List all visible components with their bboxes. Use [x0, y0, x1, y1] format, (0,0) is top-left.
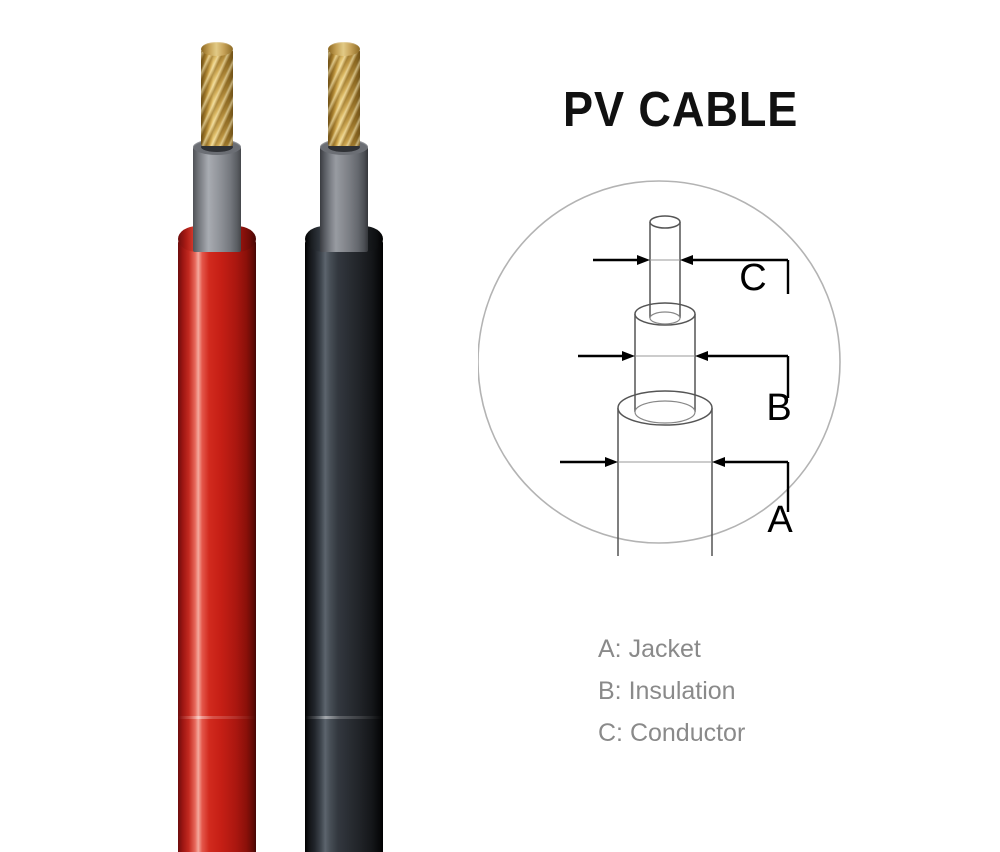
red-cable-conductor-strands	[201, 50, 233, 146]
arrow-head-a-right	[712, 457, 725, 467]
red-cable-insulation-bore	[201, 142, 233, 152]
black-cable-insulation-bore	[328, 142, 360, 152]
arrow-head-a-left	[605, 457, 618, 467]
legend-item-conductor: C: Conductor	[598, 719, 746, 747]
black-cable-conductor-tip	[328, 42, 360, 56]
black-cable-seam	[305, 716, 383, 719]
red-pv-cable	[178, 0, 256, 852]
black-conductor-strand-texture	[328, 50, 360, 146]
conductor-top-ellipse	[649, 215, 681, 229]
page-title: PV CABLE	[563, 83, 799, 137]
product-photo	[0, 0, 470, 852]
insulation-cylinder-body	[634, 314, 696, 412]
black-cable-insulation	[320, 147, 368, 252]
legend-item-insulation: B: Insulation	[598, 677, 736, 705]
callout-label-c: C	[739, 257, 766, 299]
arrow-head-b-left	[622, 351, 635, 361]
jacket-cylinder-body	[617, 408, 713, 556]
arrow-head-b-right	[695, 351, 708, 361]
callout-label-a: A	[767, 499, 793, 541]
red-cable-conductor-tip	[201, 42, 233, 56]
conductor-bottom-ellipse	[649, 311, 681, 325]
red-conductor-strand-texture	[201, 50, 233, 146]
red-cable-jacket	[178, 240, 256, 852]
red-cable-insulation	[193, 147, 241, 252]
black-cable-jacket	[305, 240, 383, 852]
black-pv-cable	[305, 0, 383, 852]
arrow-head-c-left	[637, 255, 650, 265]
callout-label-b: B	[766, 387, 791, 429]
diagram-circle-outline	[477, 180, 841, 544]
red-cable-seam	[178, 716, 256, 719]
arrow-head-c-right	[680, 255, 693, 265]
cable-structure-diagram: C B A	[477, 176, 848, 556]
insulation-bottom-ellipse	[634, 400, 696, 424]
legend: A: Jacket B: Insulation C: Conductor	[598, 628, 918, 754]
black-cable-conductor-strands	[328, 50, 360, 146]
legend-item-jacket: A: Jacket	[598, 635, 701, 663]
conductor-cylinder-body	[649, 222, 681, 318]
